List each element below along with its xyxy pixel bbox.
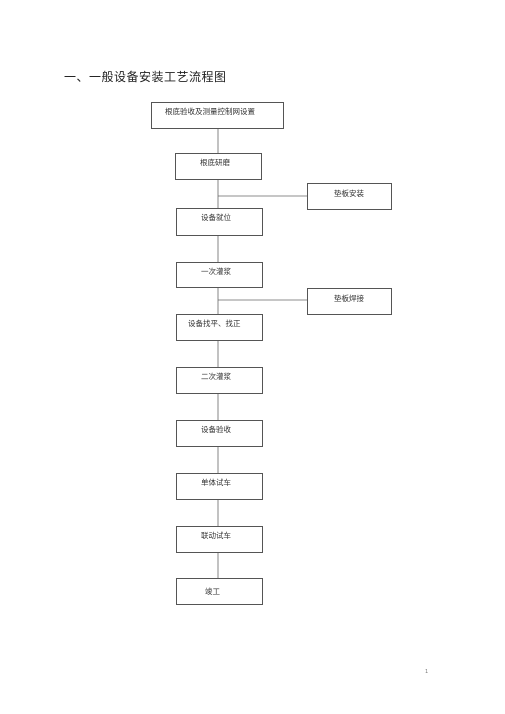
- flow-step-linked-test: 联动试车: [176, 526, 263, 553]
- flow-step-label: 根底验收及测量控制网设置: [165, 107, 255, 116]
- side-step-shim-install: 垫板安装: [307, 183, 392, 210]
- page-title: 一、一般设备安装工艺流程图: [64, 70, 227, 84]
- page-number: 1: [425, 669, 429, 675]
- flow-step-label: 设备验收: [201, 425, 231, 434]
- side-step-shim-weld: 垫板焊接: [307, 288, 392, 315]
- flow-step-foundation-grinding: 根底研磨: [175, 153, 262, 180]
- flow-step-label: 一次灌浆: [201, 267, 231, 276]
- flow-step-label: 设备找平、找正: [188, 319, 241, 328]
- flow-step-first-grouting: 一次灌浆: [176, 262, 263, 288]
- flow-step-equipment-acceptance: 设备验收: [176, 420, 263, 447]
- flow-step-equipment-positioning: 设备就位: [176, 208, 263, 236]
- flow-step-label: 联动试车: [201, 531, 231, 540]
- flow-step-leveling-alignment: 设备找平、找正: [176, 314, 263, 341]
- flow-step-label: 根底研磨: [200, 158, 230, 167]
- flow-step-label: 设备就位: [201, 213, 231, 222]
- flow-step-foundation-acceptance: 根底验收及测量控制网设置: [151, 102, 284, 129]
- side-step-label: 垫板安装: [334, 189, 364, 198]
- side-step-label: 垫板焊接: [334, 294, 364, 303]
- flow-step-label: 二次灌浆: [201, 372, 231, 381]
- flow-step-label: 竣工: [205, 587, 220, 596]
- flow-step-single-unit-test: 单体试车: [176, 473, 263, 500]
- flow-step-label: 单体试车: [201, 478, 231, 487]
- flow-step-completion: 竣工: [176, 578, 263, 605]
- flow-step-second-grouting: 二次灌浆: [176, 367, 263, 394]
